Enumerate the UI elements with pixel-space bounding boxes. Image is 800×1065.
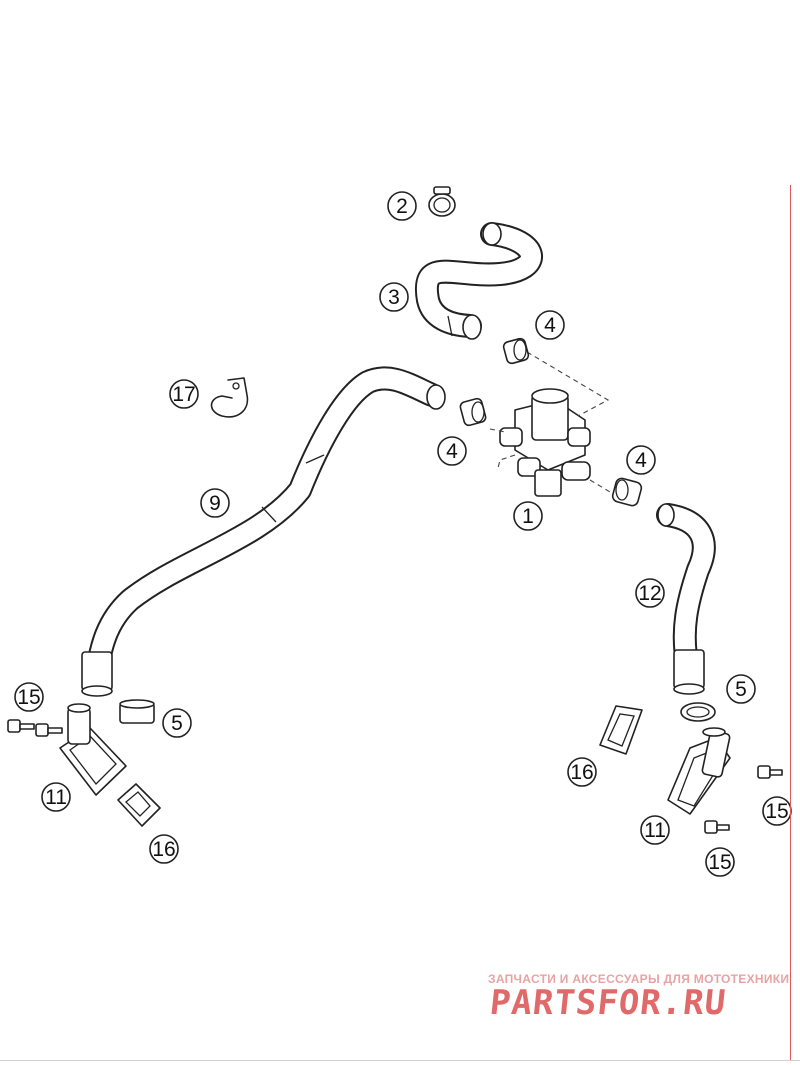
part-17-label: 17	[172, 383, 195, 406]
part-9-callout: 9	[200, 488, 230, 518]
clamp-part-2	[428, 186, 456, 217]
bolt-part-15-b	[35, 723, 63, 737]
page-edge-line	[790, 185, 791, 1060]
bolt-part-15-a	[7, 719, 35, 733]
hose-12	[656, 503, 716, 695]
part-11-callout-a: 11	[41, 782, 71, 812]
part-5-label-a: 5	[171, 712, 183, 735]
hose-9	[81, 366, 446, 697]
part-5-label-b: 5	[735, 678, 747, 701]
part-4-callout-b: 4	[437, 436, 467, 466]
part-16-label-b: 16	[570, 761, 593, 784]
ring-part-5-left	[119, 699, 155, 724]
assembly-guide-lines	[489, 351, 611, 493]
cover-part-11-right	[667, 727, 731, 815]
part-15-callout-c: 15	[705, 847, 735, 877]
part-4-label-b: 4	[446, 440, 458, 463]
part-11-label-a: 11	[45, 786, 67, 809]
part-15-callout-a: 15	[14, 682, 44, 712]
part-4-label-a: 4	[544, 314, 556, 337]
gasket-part-16-right	[599, 705, 643, 755]
clamp-part-4-right	[611, 477, 643, 507]
hose-3	[414, 222, 543, 340]
part-16-label-a: 16	[152, 838, 175, 861]
part-5-callout-b: 5	[726, 674, 756, 704]
clamp-part-4-top	[502, 337, 530, 365]
bolt-part-15-c	[757, 765, 783, 779]
clamp-part-5-right	[680, 702, 716, 722]
part-15-label-a: 15	[17, 686, 40, 709]
part-3-callout: 3	[379, 282, 409, 312]
part-4-label-c: 4	[635, 449, 647, 472]
part-11-callout-b: 11	[640, 815, 670, 845]
holder-part-17	[210, 377, 249, 418]
part-5-callout-a: 5	[162, 708, 192, 738]
part-12-label: 12	[638, 582, 661, 605]
part-12-callout: 12	[635, 578, 665, 608]
part-4-callout-c: 4	[626, 445, 656, 475]
part-15-label-b: 15	[765, 800, 788, 823]
clamp-part-4-mid	[459, 397, 487, 427]
part-16-callout-b: 16	[567, 757, 597, 787]
part-2-label: 2	[396, 195, 408, 218]
part-1-label: 1	[522, 505, 534, 528]
air-valve-part-1	[499, 388, 591, 497]
part-3-label: 3	[388, 286, 400, 309]
part-15-callout-b: 15	[762, 796, 792, 826]
part-17-callout: 17	[169, 379, 199, 409]
watermark-tagline: ЗАПЧАСТИ И АКСЕССУАРЫ ДЛЯ МОТОТЕХНИКИ	[488, 972, 790, 986]
part-4-callout-a: 4	[535, 310, 565, 340]
bolt-part-15-d	[704, 820, 730, 834]
gasket-part-16-left	[117, 783, 161, 827]
part-15-label-c: 15	[708, 851, 731, 874]
cover-part-11-left	[59, 703, 127, 796]
part-16-callout-a: 16	[149, 834, 179, 864]
watermark-brand: PARTSFOR.RU	[487, 983, 729, 1023]
part-1-callout: 1	[513, 501, 543, 531]
bottom-divider	[0, 1060, 800, 1061]
part-2-callout: 2	[387, 191, 417, 221]
part-11-label-b: 11	[644, 819, 666, 842]
part-9-label: 9	[209, 492, 221, 515]
